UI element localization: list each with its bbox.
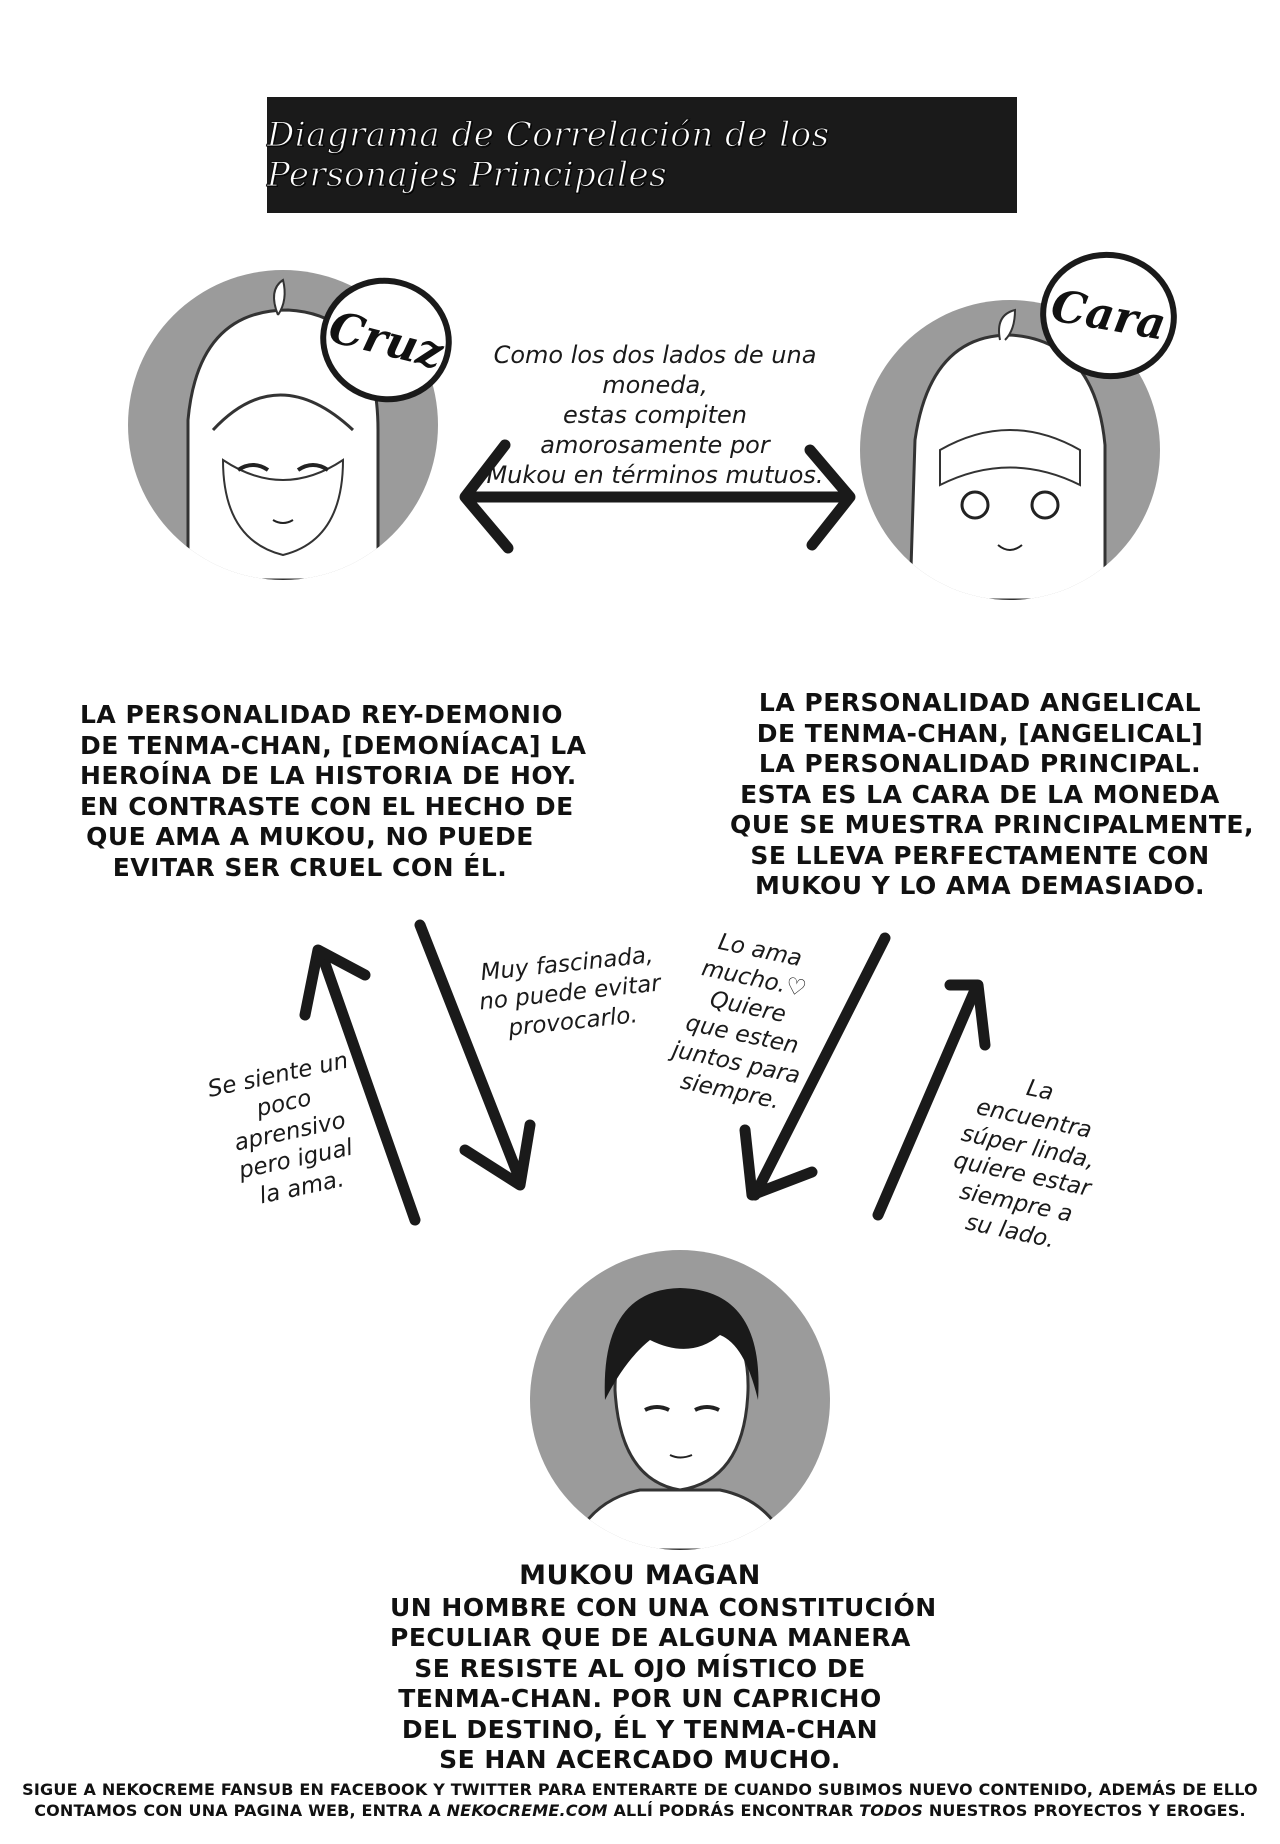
footer-text: CONTAMOS CON UNA PAGINA WEB, ENTRA A [34, 1800, 447, 1820]
footer-credits: SIGUE A NEKOCREME FANSUB EN FACEBOOK Y T… [0, 1780, 1280, 1822]
cruz-illustration [186, 278, 380, 580]
mukou-illustration [568, 1288, 792, 1550]
description-line: SE HAN ACERCADO MUCHO. [439, 1745, 841, 1775]
arrow-up-icon [872, 979, 991, 1221]
description-line: LA PERSONALIDAD ANGELICAL [758, 688, 1202, 717]
mukou-description: MUKOU MAGAN UN HOMBRE CON UNA CONSTITUCI… [390, 1560, 937, 1776]
mukou-name: MUKOU MAGAN [519, 1560, 761, 1591]
cara-illustration [908, 308, 1107, 600]
cara-description: LA PERSONALIDAD ANGELICAL DE TENMA-CHAN,… [730, 688, 1254, 902]
description-line: TENMA-CHAN. POR UN CAPRICHO [398, 1684, 882, 1714]
description-line: QUE SE MUESTRA PRINCIPALMENTE, [730, 810, 1254, 839]
description-line: UN HOMBRE CON UNA CONSTITUCIÓN [390, 1592, 937, 1622]
description-line: SE RESISTE AL OJO MÍSTICO DE [414, 1653, 866, 1683]
relation-cruz-cara: Como los dos lados de una moneda, estas … [486, 341, 824, 489]
diagram-title: Diagrama de Correlación de los Personaje… [267, 115, 830, 196]
description-line: EN CONTRASTE CON EL HECHO DE [80, 791, 574, 821]
footer-line-2: CONTAMOS CON UNA PAGINA WEB, ENTRA A NEK… [0, 1801, 1280, 1822]
description-line: DE TENMA-CHAN, [ANGELICAL] [756, 718, 1204, 748]
arrow-down-icon [414, 919, 536, 1191]
description-line: EVITAR SER CRUEL CON ÉL. [112, 852, 508, 882]
diagram-title-bar: Diagrama de Correlación de los Personaje… [267, 97, 1017, 213]
description-line: LA PERSONALIDAD REY-DEMONIO [80, 700, 564, 729]
description-line: ESTA ES LA CARA DE LA MONEDA [740, 779, 1220, 809]
footer-line-1: SIGUE A NEKOCREME FANSUB EN FACEBOOK Y T… [22, 1780, 1258, 1799]
arrow-double-icon [459, 439, 856, 554]
mukou-portrait [530, 1250, 830, 1550]
description-line: LA PERSONALIDAD PRINCIPAL. [758, 749, 1202, 778]
description-line: DEL DESTINO, ÉL Y TENMA-CHAN [401, 1714, 879, 1744]
description-line: HEROÍNA DE LA HISTORIA DE HOY. [80, 761, 577, 790]
description-line: PECULIAR QUE DE ALGUNA MANERA [390, 1623, 911, 1653]
description-line: QUE AMA A MUKOU, NO PUEDE [86, 822, 534, 851]
description-line: MUKOU Y LO AMA DEMASIADO. [755, 871, 1205, 900]
footer-emphasis: TODOS [859, 1800, 924, 1820]
description-line: SE LLEVA PERFECTAMENTE CON [750, 840, 1210, 870]
footer-site-link[interactable]: NEKOCREME.COM [446, 1800, 608, 1820]
cruz-description: LA PERSONALIDAD REY-DEMONIO DE TENMA-CHA… [80, 700, 587, 883]
description-line: DE TENMA-CHAN, [DEMONÍACA] LA [80, 730, 587, 760]
footer-text: NUESTROS PROYECTOS Y EROGES. [923, 1800, 1246, 1820]
arrow-down-icon [739, 932, 891, 1201]
footer-text: ALLÍ PODRÁS ENCONTRAR [607, 1800, 860, 1820]
arrow-up-icon [299, 944, 421, 1226]
